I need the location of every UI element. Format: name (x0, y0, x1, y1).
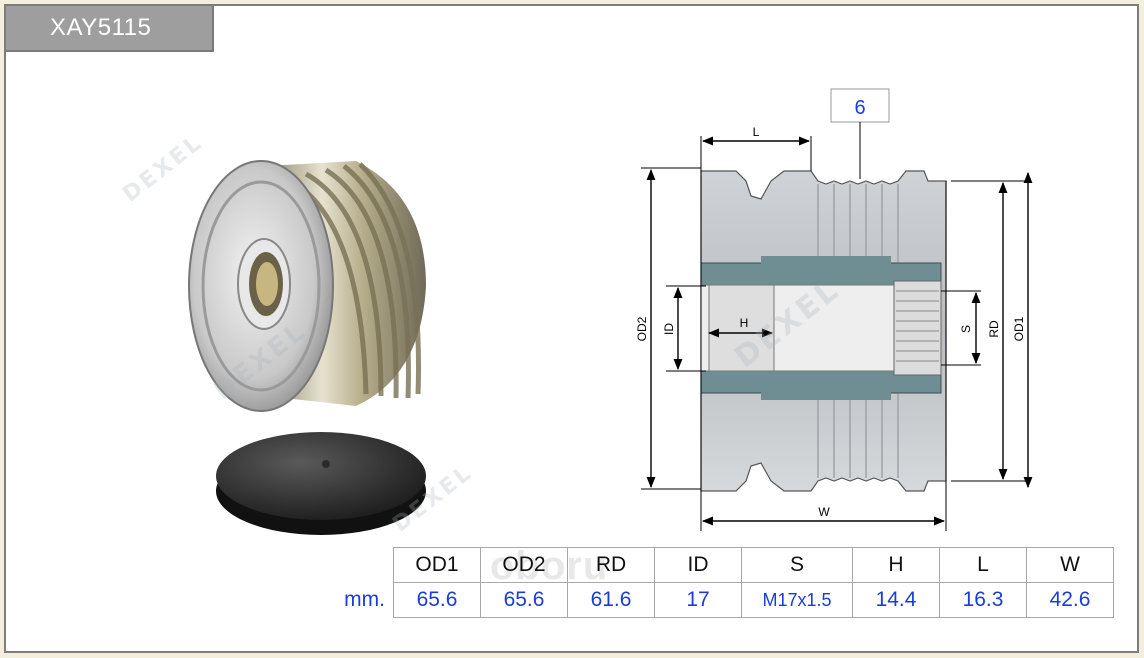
unit-label: mm. (344, 588, 385, 611)
dim-label-W: W (818, 505, 830, 519)
spec-header-l: L (939, 547, 1027, 583)
spec-table: OD1 OD2 RD ID S H L W mm. 65.6 65.6 61.6… (333, 547, 1114, 618)
spec-header-h: H (852, 547, 940, 583)
product-sheet: XAY5115 (4, 4, 1139, 653)
spec-value-s: M17x1.5 (741, 582, 853, 618)
spec-value-od2: 65.6 (480, 582, 568, 618)
dim-label-L: L (753, 125, 760, 139)
groove-count-label: 6 (854, 97, 865, 119)
spec-header-rd: RD (567, 547, 655, 583)
dim-label-ID: ID (662, 323, 676, 335)
spec-value-od1: 65.6 (393, 582, 481, 618)
dim-label-OD1: OD1 (1012, 316, 1026, 341)
dimension-drawing: 6 L W H OD2 ID S RD OD1 (635, 88, 1033, 531)
spec-value-h: 14.4 (852, 582, 940, 618)
spec-values-row: mm. 65.6 65.6 61.6 17 M17x1.5 14.4 16.3 … (333, 582, 1114, 618)
dim-label-OD2: OD2 (635, 316, 649, 341)
spec-header-od1: OD1 (393, 547, 481, 583)
spec-header-w: W (1026, 547, 1114, 583)
dim-label-RD: RD (987, 320, 1001, 338)
spec-value-rd: 61.6 (567, 582, 655, 618)
spec-value-l: 16.3 (939, 582, 1027, 618)
dim-label-H: H (740, 316, 749, 330)
spec-header-od2: OD2 (480, 547, 568, 583)
pulley-photo (188, 160, 426, 535)
spec-value-w: 42.6 (1026, 582, 1114, 618)
spec-header-row: OD1 OD2 RD ID S H L W (333, 547, 1114, 583)
spec-value-id: 17 (654, 582, 742, 618)
spec-header-id: ID (654, 547, 742, 583)
dim-label-S: S (959, 325, 973, 333)
spec-header-s: S (741, 547, 853, 583)
part-number-tag: XAY5115 (6, 6, 214, 52)
